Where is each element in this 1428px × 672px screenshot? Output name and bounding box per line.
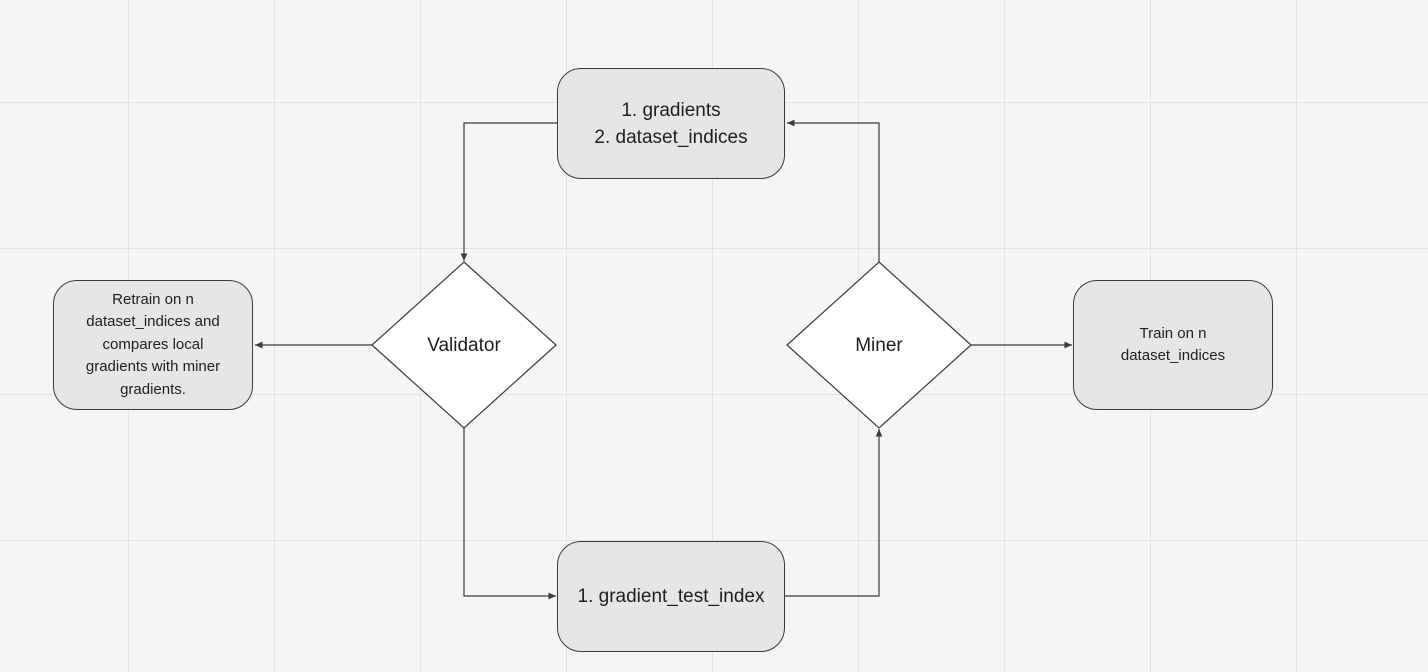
box-text-line: dataset_indices and	[86, 313, 220, 331]
edge-validator-to-bottom-box[interactable]	[463, 428, 556, 600]
train-box[interactable]: Train on n dataset_indices	[1073, 280, 1273, 410]
box-text-line: dataset_indices	[1120, 347, 1226, 364]
box-text-line: compares local	[102, 335, 204, 353]
retrain-box[interactable]: Retrain on n dataset_indices and compare…	[53, 280, 253, 410]
miner-label: Miner	[855, 335, 903, 356]
box-text-line: Train on n	[1139, 324, 1207, 342]
edge-top-box-to-validator[interactable]	[460, 122, 557, 261]
box-text-line: gradients with miner	[85, 358, 221, 376]
box-text-line: 1. gradient_test_index	[577, 586, 765, 607]
gradients-indices-box[interactable]: 1. gradients 2. dataset_indices	[557, 68, 785, 179]
box-text-line: Retrain on n	[112, 290, 194, 308]
box-text-line: 2. dataset_indices	[594, 126, 748, 148]
edge-miner-to-top-box[interactable]	[787, 119, 880, 262]
box-text-line: 1. gradients	[621, 99, 721, 121]
edge-bottom-box-to-miner[interactable]	[785, 429, 883, 597]
gradient-test-index-box[interactable]: 1. gradient_test_index	[557, 541, 785, 652]
box-text-line: gradients.	[120, 380, 186, 398]
miner-diamond[interactable]	[786, 261, 972, 429]
validator-label: Validator	[427, 335, 501, 356]
